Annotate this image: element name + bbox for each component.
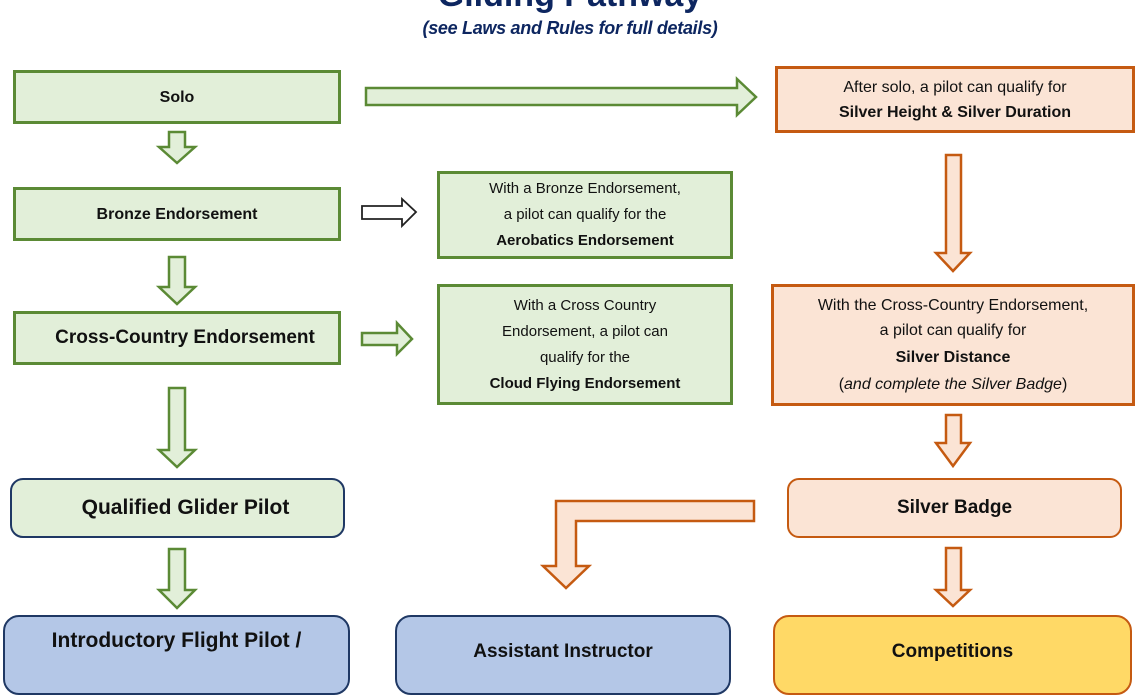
silver-badge-note-italic: and complete the Silver Badge xyxy=(844,376,1062,393)
silver-badge-label: Silver Badge xyxy=(896,497,1013,518)
cloud-flying-endorsement-label: Cloud Flying Endorsement xyxy=(489,374,681,392)
silver-badge-box: Silver Badge xyxy=(787,478,1122,538)
cross-country-endorsement-box: Cross-Country Endorsement xyxy=(13,311,341,365)
aerobatics-endorsement-label: Aerobatics Endorsement xyxy=(496,232,674,249)
bronze-endorsement-label: Bronze Endorsement xyxy=(96,205,258,223)
arrow-bronze-to-crosscountry xyxy=(155,255,199,306)
aerobatics-line2: a pilot can qualify for the xyxy=(503,206,667,223)
aerobatics-line1: With a Bronze Endorsement, xyxy=(489,180,681,197)
cloud-line2: Endorsement, a pilot can xyxy=(502,322,668,340)
silver-height-line1: After solo, a pilot can qualify for xyxy=(843,78,1067,96)
aerobatics-endorsement-box: With a Bronze Endorsement, a pilot can q… xyxy=(437,171,733,259)
arrow-bronze-to-aerobatics xyxy=(361,196,418,229)
cloud-flying-endorsement-box: With a Cross Country Endorsement, a pilo… xyxy=(437,284,733,405)
arrow-silver-badge-to-assistant-instructor xyxy=(539,499,756,590)
solo-label: Solo xyxy=(159,88,195,106)
diagram-subtitle: (see Laws and Rules for full details) xyxy=(422,18,718,38)
arrow-crosscountry-to-qualified xyxy=(155,386,199,469)
silver-distance-box: With the Cross-Country Endorsement, a pi… xyxy=(771,284,1135,406)
assistant-instructor-label: Assistant Instructor xyxy=(473,641,653,662)
silver-badge-note: (and complete the Silver Badge) xyxy=(839,372,1068,397)
arrows-layer xyxy=(155,76,974,610)
cloud-line3: qualify for the xyxy=(539,348,631,366)
silver-height-duration-label: Silver Height & Silver Duration xyxy=(838,103,1072,121)
paren-close: ) xyxy=(1061,376,1068,393)
silver-distance-label: Silver Distance xyxy=(895,349,1011,366)
silver-distance-line1: With the Cross-Country Endorsement, xyxy=(817,297,1089,314)
competitions-label: Competitions xyxy=(891,641,1014,662)
cross-country-endorsement-label: Cross-Country Endorsement xyxy=(55,327,315,348)
qualified-glider-pilot-label: Qualified Glider Pilot xyxy=(81,496,290,519)
competitions-box: Competitions xyxy=(773,615,1132,695)
diagram-title: Gliding Pathway xyxy=(0,0,1140,12)
solo-box: Solo xyxy=(13,70,341,124)
arrow-qualified-to-introductory xyxy=(155,547,199,610)
arrow-silver-badge-to-competitions xyxy=(932,546,974,608)
introductory-flight-pilot-label: Introductory Flight Pilot / xyxy=(51,629,302,652)
bronze-endorsement-box: Bronze Endorsement xyxy=(13,187,341,241)
paren-open: ( xyxy=(838,376,845,393)
arrow-silver-height-to-silver-distance xyxy=(933,153,973,273)
introductory-flight-pilot-box: Introductory Flight Pilot / xyxy=(3,615,350,695)
qualified-glider-pilot-box: Qualified Glider Pilot xyxy=(10,478,345,538)
silver-distance-line2: a pilot can qualify for xyxy=(879,322,1027,339)
silver-height-duration-box: After solo, a pilot can qualify for Silv… xyxy=(775,66,1135,133)
cloud-line1: With a Cross Country xyxy=(513,296,657,314)
assistant-instructor-box: Assistant Instructor xyxy=(395,615,731,695)
arrow-solo-to-bronze xyxy=(155,130,199,165)
arrow-solo-to-silver-height xyxy=(364,76,758,118)
arrow-silver-distance-to-silver-badge xyxy=(933,413,973,469)
arrow-crosscountry-to-cloud xyxy=(360,319,414,358)
